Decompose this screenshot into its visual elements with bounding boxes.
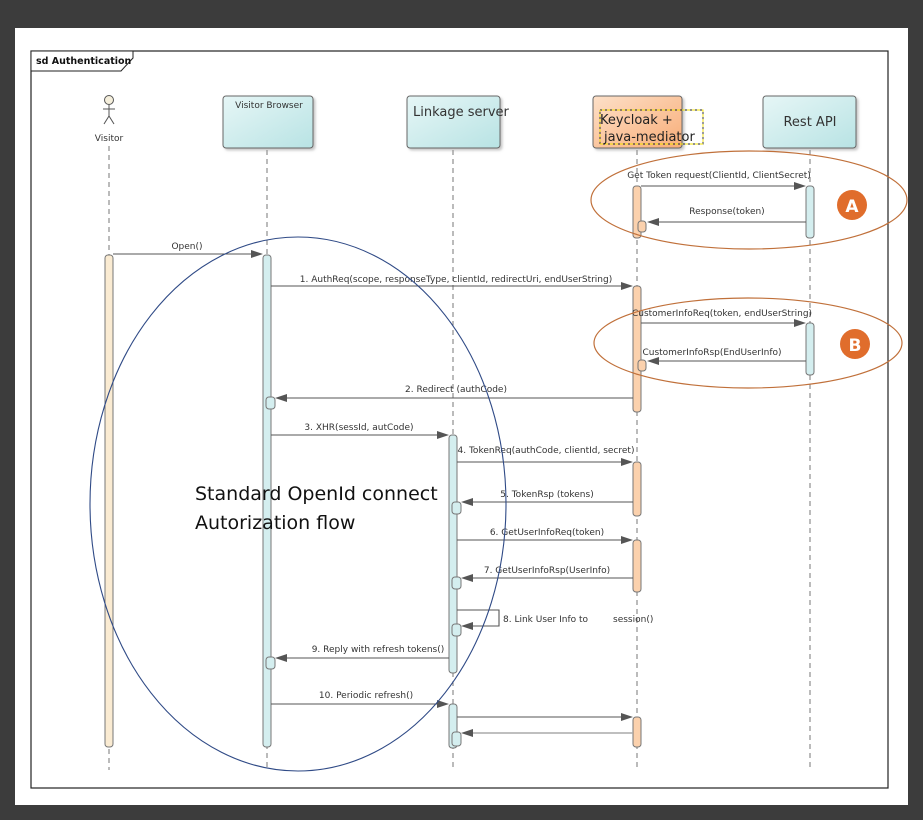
return-point bbox=[265, 396, 276, 410]
activation-visitor bbox=[104, 254, 114, 748]
message-link-user-info[interactable] bbox=[457, 609, 500, 630]
message-refresh-forward[interactable] bbox=[457, 713, 633, 721]
return-point bbox=[265, 656, 276, 670]
label-open: Open() bbox=[171, 242, 202, 252]
return-point bbox=[637, 220, 647, 233]
label-get-user-info-req: 6. GetUserInfoReq(token) bbox=[490, 528, 604, 538]
lifeline-head-keycloak[interactable]: Keycloak + java-mediator bbox=[592, 95, 704, 149]
message-customer-info-req[interactable] bbox=[641, 319, 806, 327]
oidc-flow-label-line2: Autorization flow bbox=[195, 512, 355, 534]
label-auth-req: 1. AuthReq(scope, responseType, clientId… bbox=[300, 275, 612, 285]
diagram-page: sd Authentication Visitor Visitor Browse… bbox=[15, 28, 908, 805]
group-a-outline bbox=[590, 150, 908, 250]
label-link-user-info-tail: session() bbox=[613, 615, 653, 625]
message-get-token-request[interactable] bbox=[641, 182, 806, 190]
actor-visitor[interactable] bbox=[103, 95, 115, 125]
activation-restapi-b bbox=[805, 322, 815, 376]
message-token-req[interactable] bbox=[457, 458, 633, 466]
label-link-user-info: 8. Link User Info to bbox=[503, 615, 589, 625]
badge-a-label: A bbox=[845, 197, 859, 217]
keycloak-label-line1: Keycloak + bbox=[600, 113, 673, 128]
oidc-flow-label-line1: Standard OpenId connect bbox=[195, 483, 438, 505]
message-get-user-info-req[interactable] bbox=[457, 536, 633, 544]
label-token-req: 4. TokenReq(authCode, clientId, secret) bbox=[458, 446, 635, 456]
label-customer-info-req: CustomerInfoReq(token, endUserString) bbox=[632, 309, 812, 319]
oidc-flow-outline bbox=[89, 236, 507, 772]
lifeline-head-restapi[interactable]: Rest API bbox=[762, 95, 857, 149]
label-get-token-request: Get Token request(ClientId, ClientSecret… bbox=[627, 171, 811, 181]
keycloak-label-line2: java-mediator bbox=[603, 130, 695, 145]
lifeline-head-linkage[interactable]: Linkage server bbox=[406, 95, 510, 149]
messages bbox=[113, 182, 806, 737]
activation-keycloak-1 bbox=[632, 285, 642, 413]
return-point bbox=[451, 731, 462, 747]
label-reply-refresh: 9. Reply with refresh tokens() bbox=[312, 645, 445, 655]
message-redirect[interactable] bbox=[275, 394, 633, 402]
activation-restapi-a bbox=[805, 185, 815, 239]
activation-keycloak-10 bbox=[632, 716, 642, 748]
label-token-rsp: 5. TokenRsp (tokens) bbox=[500, 490, 593, 500]
return-point bbox=[451, 576, 462, 590]
badge-a: A bbox=[837, 190, 867, 220]
linkage-label: Linkage server bbox=[413, 105, 510, 120]
actor-visitor-label: Visitor bbox=[95, 134, 124, 144]
label-get-user-info-rsp: 7. GetUserInfoRsp(UserInfo) bbox=[484, 566, 610, 576]
browser-label: Visitor Browser bbox=[235, 101, 303, 111]
message-open[interactable] bbox=[113, 250, 263, 258]
message-xhr[interactable] bbox=[271, 431, 449, 439]
activation-keycloak-4 bbox=[632, 461, 642, 517]
frame-title: sd Authentication bbox=[36, 56, 132, 67]
label-redirect: 2. Redirect (authCode) bbox=[405, 385, 507, 395]
frame-border bbox=[30, 50, 889, 789]
message-token-rsp[interactable] bbox=[461, 498, 633, 506]
return-point bbox=[451, 623, 462, 637]
label-customer-info-rsp: CustomerInfoRsp(EndUserInfo) bbox=[642, 348, 781, 358]
badge-b-label: B bbox=[849, 336, 862, 356]
activation-linkage-1 bbox=[448, 434, 458, 674]
message-customer-info-rsp[interactable] bbox=[647, 357, 806, 365]
label-response-token: Response(token) bbox=[689, 207, 764, 217]
return-point bbox=[637, 359, 647, 372]
lifelines bbox=[108, 146, 811, 770]
actor-head-icon bbox=[104, 95, 114, 105]
message-periodic-refresh[interactable] bbox=[271, 700, 449, 708]
message-reply-refresh[interactable] bbox=[275, 654, 449, 662]
label-periodic-refresh: 10. Periodic refresh() bbox=[319, 691, 413, 701]
activation-keycloak-6 bbox=[632, 539, 642, 593]
message-response-token[interactable] bbox=[647, 218, 806, 226]
sequence-diagram: sd Authentication Visitor Visitor Browse… bbox=[30, 50, 908, 789]
activation-browser bbox=[262, 254, 272, 748]
return-point bbox=[451, 501, 462, 515]
group-b-outline bbox=[593, 297, 903, 389]
badge-b: B bbox=[840, 329, 870, 359]
label-xhr: 3. XHR(sessId, autCode) bbox=[304, 423, 413, 433]
restapi-label: Rest API bbox=[783, 115, 836, 130]
frame-tab bbox=[30, 50, 134, 72]
lifeline-head-browser[interactable]: Visitor Browser bbox=[222, 95, 314, 149]
message-auth-req[interactable] bbox=[271, 282, 633, 290]
message-refresh-return[interactable] bbox=[461, 729, 633, 737]
